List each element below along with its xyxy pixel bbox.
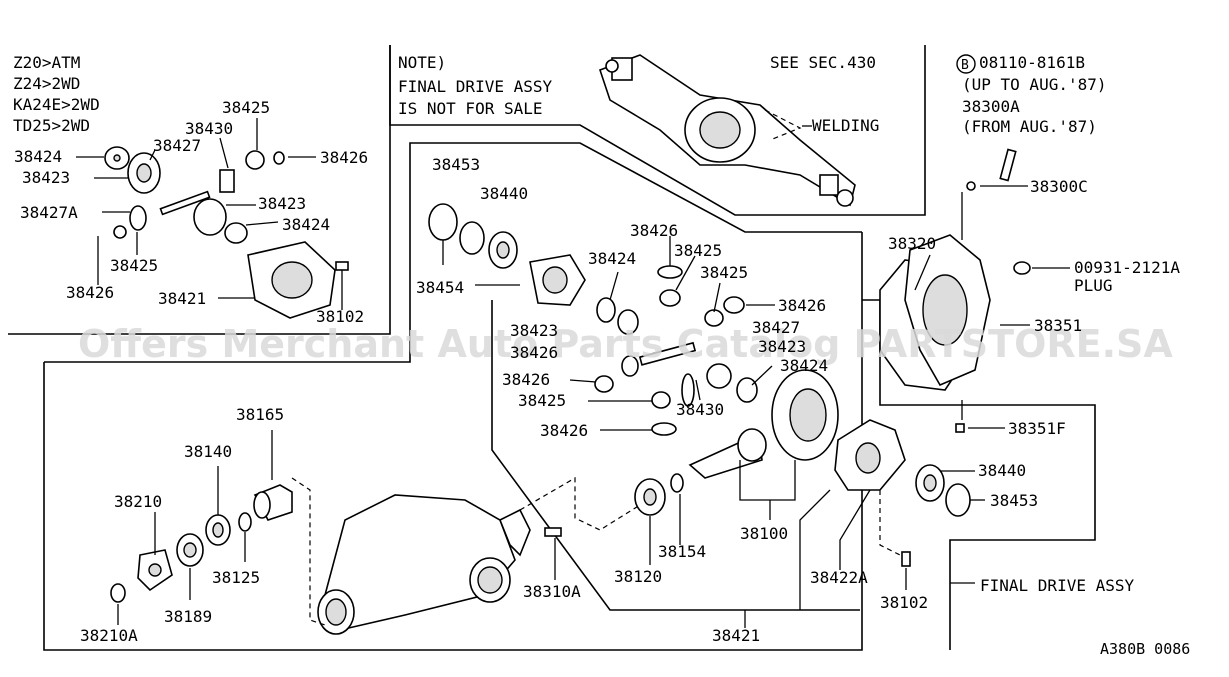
part-label: 38426 <box>510 343 558 362</box>
part-label: 38430 <box>676 400 724 419</box>
bolt-circle-letter: B <box>961 58 969 73</box>
middle-carrier-parts <box>428 203 839 461</box>
bolt-note-line-2: (UP TO AUG.'87) <box>962 75 1107 94</box>
part-label: 38440 <box>978 461 1026 480</box>
part-label: 38427 <box>153 136 201 155</box>
part-label: 38424 <box>282 215 330 234</box>
model-note: Z24>2WD <box>13 74 80 93</box>
part-label: 38425 <box>110 256 158 275</box>
part-label: 38102 <box>880 593 928 612</box>
see-section-note: SEE SEC.430 <box>770 53 876 72</box>
part-label: 38424 <box>588 249 636 268</box>
part-label: 38425 <box>518 391 566 410</box>
part-labels: 38425 38430 38424 38427 38426 38423 3842… <box>14 98 1088 645</box>
part-label: 38102 <box>316 307 364 326</box>
part-label: 38310A <box>523 582 581 601</box>
part-label: 38210A <box>80 626 138 645</box>
part-label: 38426 <box>630 221 678 240</box>
part-label: 38423 <box>258 194 306 213</box>
axle-housing-illustration <box>598 54 856 207</box>
part-label: 38425 <box>222 98 270 117</box>
model-note: TD25>2WD <box>13 116 90 135</box>
upper-left-leaders <box>76 118 343 310</box>
part-label: 38423 <box>22 168 70 187</box>
part-label: 38140 <box>184 442 232 461</box>
note-line-3: IS NOT FOR SALE <box>398 99 543 118</box>
part-label: 38423 <box>510 321 558 340</box>
watermark-text: Offers Merchant Auto Parts Catalog PARTS… <box>78 322 1173 366</box>
pinion-ring-gear-parts <box>634 419 971 567</box>
part-label: 38426 <box>778 296 826 315</box>
part-label: 38320 <box>888 234 936 253</box>
part-label: 38454 <box>416 278 464 297</box>
lower-left-parts <box>110 484 562 635</box>
part-label: 38425 <box>700 263 748 282</box>
part-label: 38351 <box>1034 316 1082 335</box>
part-label: 38421 <box>158 289 206 308</box>
model-note: KA24E>2WD <box>13 95 100 114</box>
part-label: 38189 <box>164 607 212 626</box>
bolt-note-line-3: 38300A <box>962 97 1020 116</box>
part-label: 38423 <box>758 337 806 356</box>
part-label: 38425 <box>674 241 722 260</box>
part-label: 38427 <box>752 318 800 337</box>
part-label: 38210 <box>114 492 162 511</box>
welding-label: WELDING <box>812 116 879 135</box>
part-label: 38424 <box>780 356 828 375</box>
lower-left-leaders <box>117 430 641 626</box>
part-label: 38440 <box>480 184 528 203</box>
bolt-note-line-1: 08110-8161B <box>979 53 1085 72</box>
upper-left-gears <box>104 146 349 319</box>
final-drive-label: FINAL DRIVE ASSY <box>980 576 1134 595</box>
note-box-text: NOTE) FINAL DRIVE ASSY IS NOT FOR SALE S… <box>398 53 879 135</box>
bolt-note-line-4: (FROM AUG.'87) <box>962 117 1097 136</box>
rear-cover-leaders <box>914 54 1070 429</box>
bolt-note: B 08110-8161B (UP TO AUG.'87) 38300A (FR… <box>961 53 1107 136</box>
drawing-code: A380B 0086 <box>1100 640 1190 658</box>
part-label: 38453 <box>432 155 480 174</box>
part-label: 38421 <box>712 626 760 645</box>
part-label: 38453 <box>990 491 1038 510</box>
note-line-1: NOTE) <box>398 53 446 72</box>
part-label: 38426 <box>540 421 588 440</box>
middle-leaders <box>442 236 775 431</box>
part-label: 38430 <box>185 119 233 138</box>
model-note: Z20>ATM <box>13 53 80 72</box>
part-label: 38424 <box>14 147 62 166</box>
plug-label: PLUG <box>1074 276 1113 295</box>
part-label: 38154 <box>658 542 706 561</box>
rear-cover-parts <box>879 148 1031 433</box>
part-label: 38165 <box>236 405 284 424</box>
plug-code: 00931-2121A <box>1074 258 1180 277</box>
part-label: 38351F <box>1008 419 1066 438</box>
part-label: 38300C <box>1030 177 1088 196</box>
part-label: 38100 <box>740 524 788 543</box>
part-label: 38427A <box>20 203 78 222</box>
part-label: 38120 <box>614 567 662 586</box>
part-label: 38125 <box>212 568 260 587</box>
part-label: 38426 <box>502 370 550 389</box>
note-line-2: FINAL DRIVE ASSY <box>398 77 552 96</box>
pinion-leaders <box>649 460 985 610</box>
part-label: 38426 <box>320 148 368 167</box>
part-label: 38422A <box>810 568 868 587</box>
model-notes: Z20>ATM Z24>2WD KA24E>2WD TD25>2WD <box>13 53 100 135</box>
part-label: 38426 <box>66 283 114 302</box>
